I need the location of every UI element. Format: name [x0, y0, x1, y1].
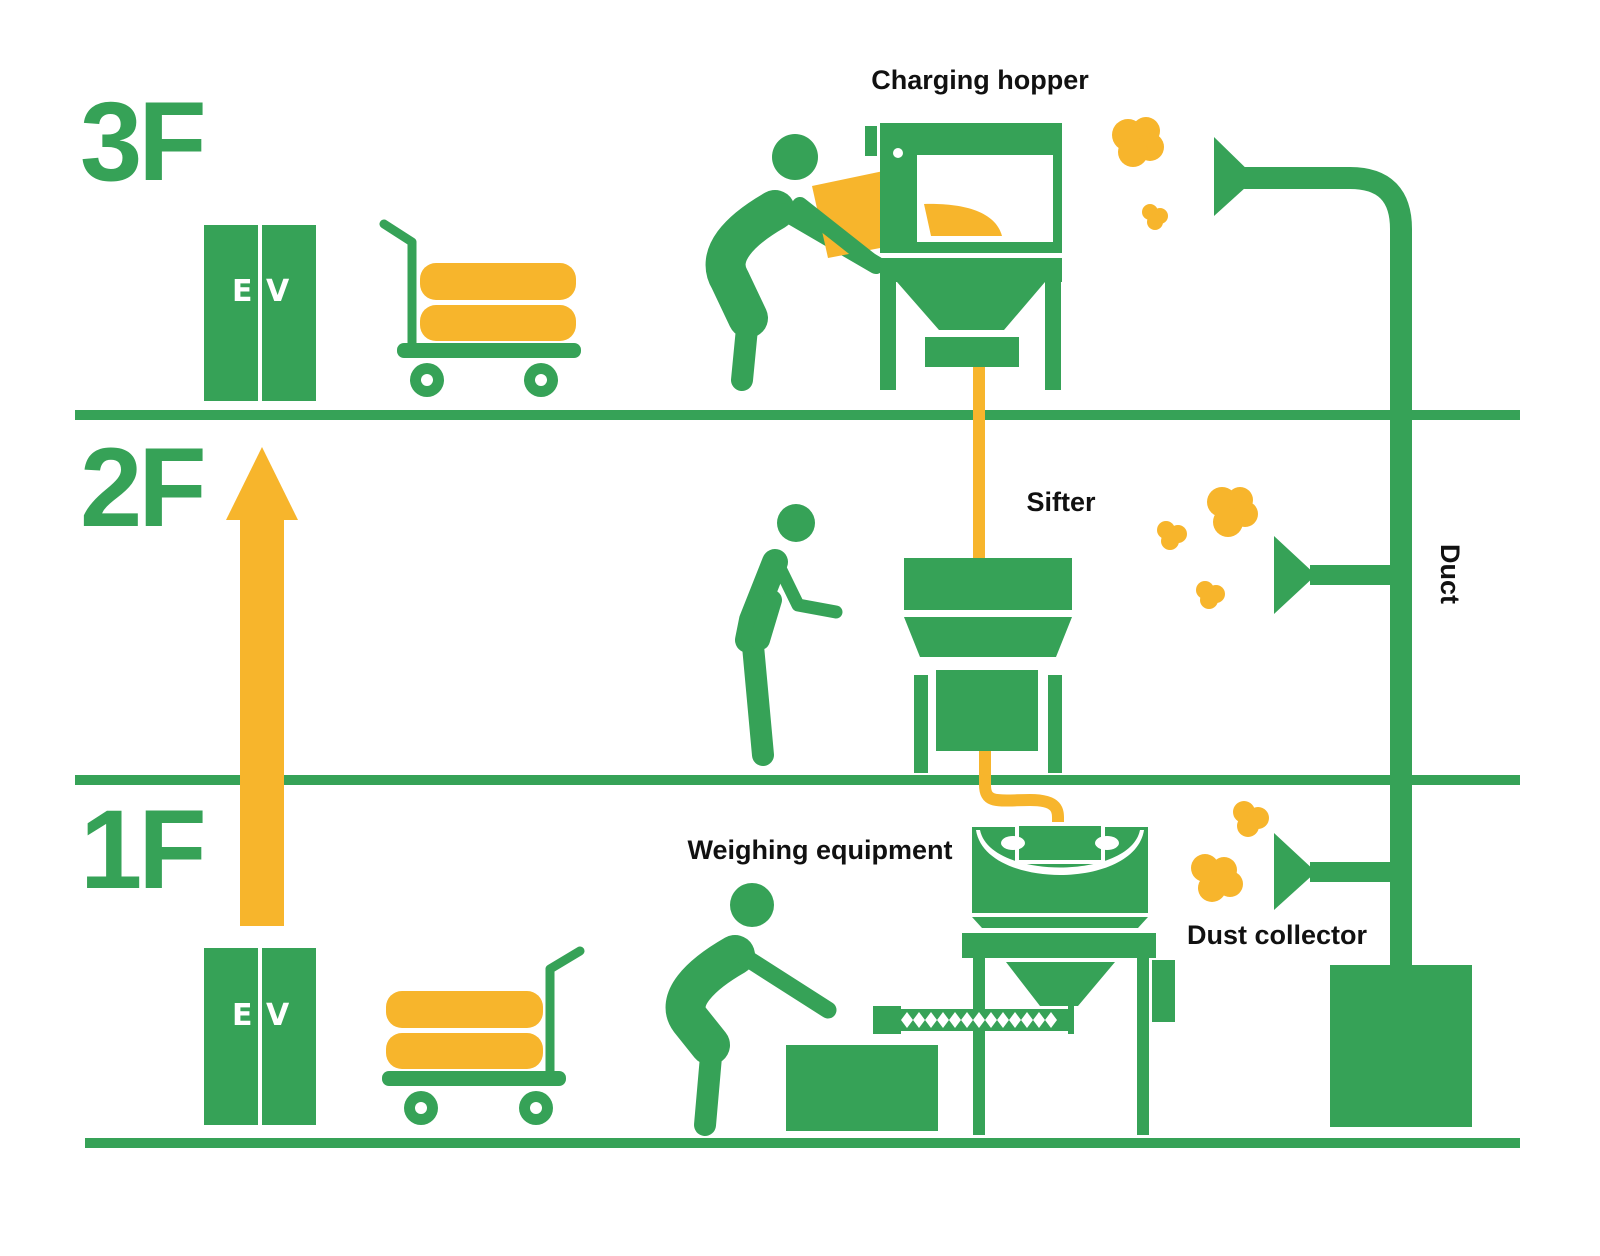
elevator-letter-e: E	[232, 998, 253, 1033]
bag	[386, 991, 543, 1028]
screw-conveyor	[873, 1005, 1074, 1034]
duct	[1214, 137, 1412, 976]
weighing-equipment	[873, 824, 1175, 1135]
elevator-letter-v: V	[266, 274, 290, 309]
container-box	[786, 1045, 938, 1131]
feed-tube	[979, 751, 1065, 823]
label-duct: Duct	[1435, 544, 1465, 604]
charging-hopper	[865, 123, 1062, 390]
bag	[420, 263, 576, 300]
dust-particles	[1112, 117, 1269, 902]
label-sifter: Sifter	[1026, 487, 1096, 517]
bag	[386, 1033, 543, 1069]
floor-line-3f	[75, 410, 1520, 420]
floor-line-1f	[85, 1138, 1520, 1148]
hood-2f	[1274, 536, 1316, 614]
bag	[420, 305, 576, 341]
label-dust-collector: Dust collector	[1187, 920, 1368, 950]
elevator-3f: E V	[204, 225, 316, 401]
label-weighing-equipment: Weighing equipment	[688, 835, 953, 865]
hood-3f	[1214, 137, 1256, 216]
worker-2f	[735, 504, 843, 766]
floor-label-2f: 2F	[80, 425, 203, 550]
cart-with-bags-1f	[382, 946, 585, 1125]
worker-1f	[665, 883, 837, 1136]
dust-collector	[1330, 965, 1472, 1127]
elevator-letter-e: E	[232, 274, 253, 309]
hood-1f	[1274, 833, 1316, 910]
elevator-1f: E V	[204, 948, 316, 1125]
elevator-letter-v: V	[266, 998, 290, 1033]
cart-with-bags-3f	[379, 219, 581, 397]
up-arrow-icon	[226, 447, 298, 926]
floor-label-1f: 1F	[80, 787, 203, 912]
label-charging-hopper: Charging hopper	[871, 65, 1089, 95]
floor-line-2f	[75, 775, 1520, 785]
feed-pipe	[973, 367, 985, 559]
floor-label-3f: 3F	[80, 79, 203, 204]
sifter	[904, 558, 1072, 773]
